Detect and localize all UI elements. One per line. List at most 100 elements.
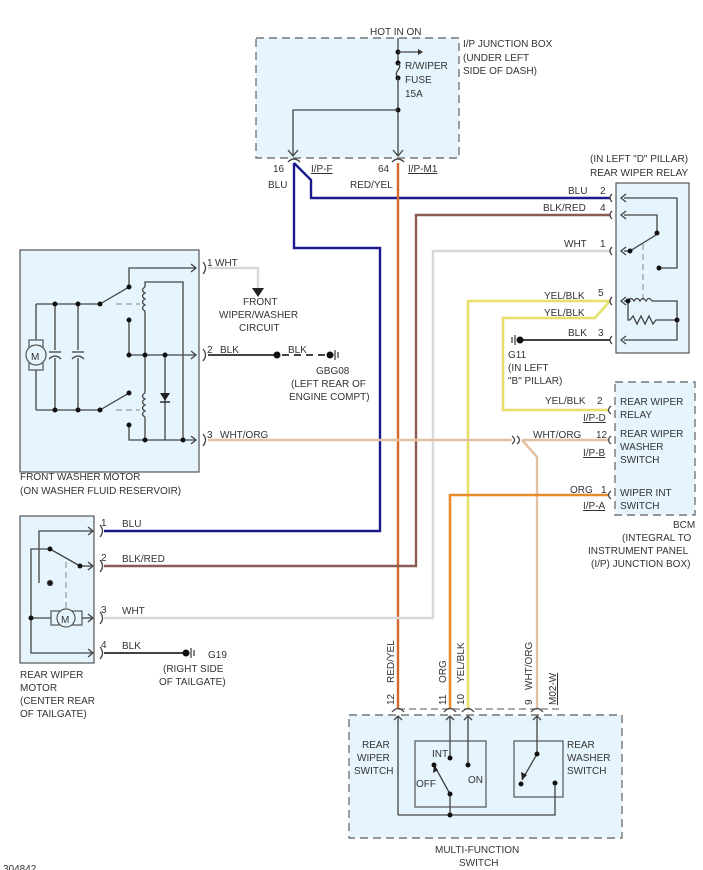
wire-org xyxy=(448,493,608,708)
wire-label: WHT/ORG xyxy=(524,641,535,690)
front-motor-icon: M xyxy=(25,339,47,371)
bcm-box xyxy=(614,381,696,516)
ground-location: "B" PILLAR) xyxy=(508,376,562,387)
ground-g19-icon xyxy=(182,648,195,658)
rear-wiper-motor-location: (CENTER REAR xyxy=(20,696,95,707)
ip-junction-box xyxy=(255,37,460,159)
junction-box-location: SIDE OF DASH) xyxy=(463,66,537,77)
coil-icon xyxy=(141,286,147,312)
wire-label: RED/YEL xyxy=(386,640,397,683)
front-washer-motor-location: (ON WASHER FLUID RESERVOIR) xyxy=(20,486,181,497)
multi-function-switch-title: SWITCH xyxy=(459,858,498,869)
wire-blk-red xyxy=(104,213,610,568)
resistor-icon xyxy=(629,314,677,326)
arrow-down-icon xyxy=(252,288,264,297)
ground-g11-icon xyxy=(511,335,524,345)
rear-washer-switch-label: REAR xyxy=(567,740,595,751)
wire-label: BLU xyxy=(268,180,287,191)
wire-label: WHT xyxy=(122,606,145,617)
rear-washer-switch-label: WASHER xyxy=(567,753,611,764)
wire-label: BLK xyxy=(568,328,587,339)
fuse-rating: 15A xyxy=(405,89,423,100)
wire-wht-org-switch xyxy=(521,439,539,708)
wire-yel-blk-main xyxy=(466,299,610,708)
connector-label: I/P-D xyxy=(583,413,606,424)
wire-label: YEL/BLK xyxy=(544,308,585,319)
pin-number: 11 xyxy=(438,694,449,705)
switch-position-int: INT xyxy=(432,749,448,760)
pin-number: 1 xyxy=(101,518,107,529)
diode-icon xyxy=(160,393,170,401)
pin-number: 2 xyxy=(207,345,213,356)
rear-wiper-switch-label: REAR xyxy=(362,740,390,751)
wire-label: YEL/BLK xyxy=(456,642,467,683)
arrow-icon xyxy=(418,49,423,55)
wire-blu-relay xyxy=(293,162,610,200)
connector-label: I/P-B xyxy=(583,448,606,459)
pin-number: 12 xyxy=(386,693,397,705)
wire-label: RED/YEL xyxy=(350,180,393,191)
ground-name: GBG08 xyxy=(316,366,350,377)
ground-name: G19 xyxy=(208,650,227,661)
bcm-location: (INTEGRAL TO xyxy=(622,533,691,544)
wire-label: BLK xyxy=(288,345,307,356)
pin-number: 4 xyxy=(600,203,606,214)
rear-wiper-motor-location: OF TAILGATE) xyxy=(20,709,87,720)
bcm-function-label: WASHER xyxy=(620,442,664,453)
rear-wiper-relay-box xyxy=(615,182,690,354)
rear-wiper-motor-title: REAR WIPER xyxy=(20,670,83,681)
wire-label: ORG xyxy=(438,660,449,683)
motor-symbol: M xyxy=(31,352,39,363)
ground-location: OF TAILGATE) xyxy=(159,677,226,688)
ground-name: G11 xyxy=(508,350,527,361)
front-circuit-label: WIPER/WASHER xyxy=(219,310,298,321)
ground-location: (RIGHT SIDE xyxy=(163,664,224,675)
wire-label: WHT xyxy=(215,258,238,269)
rear-wiper-switch-label: WIPER xyxy=(357,753,390,764)
wire-label: BLK xyxy=(122,641,141,652)
wire-label: YEL/BLK xyxy=(544,291,585,302)
pin-number: 2 xyxy=(597,396,603,407)
pin-number: 64 xyxy=(378,164,390,175)
wire-label: BLK xyxy=(220,345,239,356)
wire-label: BLU xyxy=(568,186,587,197)
wire-wht-relay xyxy=(104,249,610,620)
rear-motor-icon: M xyxy=(50,608,83,628)
bcm-function-label: SWITCH xyxy=(620,501,659,512)
pin-number: 9 xyxy=(524,699,535,705)
wire-label: WHT xyxy=(564,239,587,250)
rear-wiper-motor-box xyxy=(19,515,95,664)
fuse-label: R/WIPER xyxy=(405,61,448,72)
fuse-label: FUSE xyxy=(405,75,432,86)
rear-wiper-switch-label: SWITCH xyxy=(354,766,393,777)
junction-box-title: I/P JUNCTION BOX xyxy=(463,39,553,50)
hot-in-on-label: HOT IN ON xyxy=(370,27,421,38)
pin-number: 2 xyxy=(101,553,107,564)
connector-label: I/P-F xyxy=(311,164,333,175)
ground-location: (LEFT REAR OF xyxy=(291,379,366,390)
relay-title: REAR WIPER RELAY xyxy=(590,168,688,179)
junction-box-location: (UNDER LEFT xyxy=(463,53,529,64)
pin-number: 1 xyxy=(600,239,606,250)
connector-label: I/P-A xyxy=(583,501,606,512)
bcm-function-label: REAR WIPER xyxy=(620,429,683,440)
ground-gbg08-icon xyxy=(326,350,339,360)
ground-location: ENGINE COMPT) xyxy=(289,392,370,403)
wire-label: BLK/RED xyxy=(122,554,165,565)
wire-label: WHT/ORG xyxy=(220,430,269,441)
relay-coil-icon xyxy=(627,297,653,303)
pin-number: 3 xyxy=(598,328,604,339)
bcm-function-label: RELAY xyxy=(620,410,652,421)
pin-number: 12 xyxy=(596,430,608,441)
figure-id: 304842 xyxy=(3,864,37,870)
wire-wht-front xyxy=(208,266,260,290)
ground-location: (IN LEFT xyxy=(508,363,549,374)
bcm-title: BCM xyxy=(673,520,695,531)
pin-number: 1 xyxy=(207,258,213,269)
wire-label: YEL/BLK xyxy=(545,396,586,407)
pin-number: 3 xyxy=(101,605,107,616)
connector-label: M02-W xyxy=(548,672,559,705)
relay-location: (IN LEFT "D" PILLAR) xyxy=(590,154,688,165)
multi-function-switch-title: MULTI-FUNCTION xyxy=(435,845,519,856)
